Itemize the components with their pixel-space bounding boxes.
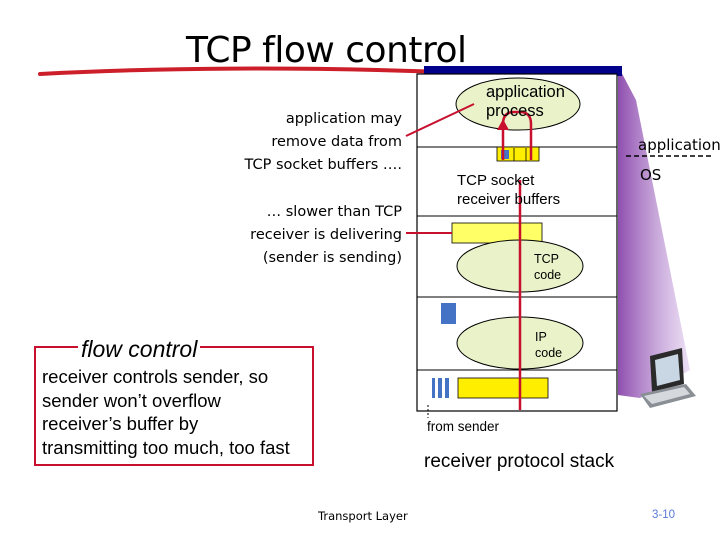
incoming-buffer [457, 377, 549, 399]
ip-segment-block [441, 303, 456, 324]
side-label-application: application [638, 136, 720, 154]
app-read-loop [501, 110, 533, 160]
receiver-stack-caption: receiver protocol stack [424, 451, 615, 472]
ip-code-label: IP code [535, 330, 563, 360]
slide-number: 3-10 [652, 509, 676, 521]
application-process-label: application process [486, 83, 565, 120]
footer-transport-layer: Transport Layer [318, 509, 408, 523]
socket-buffer-segment [501, 150, 509, 159]
note-app-remove-data: application may remove data from TCP soc… [244, 111, 402, 173]
tcp-code-label: TCP code [534, 252, 562, 282]
arrow-head [497, 119, 509, 130]
incoming-segment [438, 378, 442, 398]
computer-icon [640, 348, 696, 408]
from-sender-label: from sender [425, 419, 502, 434]
socket-buffers-label: TCP socket receiver buffers [457, 172, 561, 208]
callout-line-app [405, 103, 475, 137]
note-slower-delivery: … slower than TCP receiver is delivering… [250, 204, 402, 266]
application-process-oval [455, 77, 581, 131]
flow-control-description: receiver controls sender, so sender won’… [42, 366, 290, 458]
flow-control-heading: flow control [78, 336, 201, 363]
side-label-os: OS [640, 166, 662, 184]
page-title: TCP flow control [186, 30, 467, 71]
incoming-segment [432, 378, 435, 398]
title-underline [38, 66, 472, 76]
incoming-segment [445, 378, 449, 398]
stack-shadow [618, 66, 690, 398]
stack-frame-top [424, 66, 622, 76]
